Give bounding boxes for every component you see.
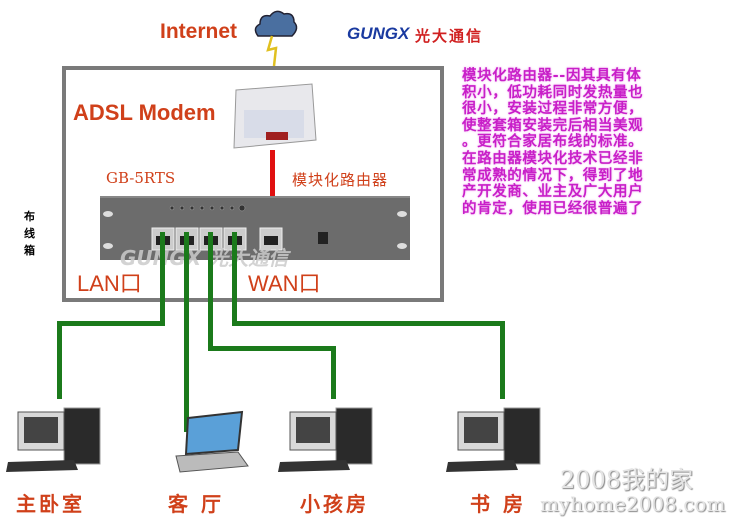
room-label-kids-room: 小孩房 xyxy=(300,492,369,516)
wan-cable xyxy=(270,150,275,232)
wiring-cabinet xyxy=(62,66,444,302)
description-line: 产开发商、业主及广大用户 xyxy=(462,184,644,201)
router-model: GB-5RTS xyxy=(106,169,176,187)
cabinet-label: 布线箱 xyxy=(24,210,35,257)
laptop-icon xyxy=(175,410,249,473)
router-name: 模块化路由器 xyxy=(292,171,389,189)
wan-label: WAN口 xyxy=(248,271,321,296)
watermark-url: myhome2008.com xyxy=(540,492,726,516)
description-line: 积小，低功耗同时发热量也 xyxy=(462,84,644,101)
adsl-modem-icon xyxy=(233,83,317,149)
description-line: 模块化路由器--因其具有体 xyxy=(462,68,642,84)
watermark-title: 2008我的家 xyxy=(560,466,694,494)
modem-label: ADSL Modem xyxy=(73,100,216,125)
internet-label: Internet xyxy=(160,20,238,43)
desktop-computer-icon xyxy=(446,407,541,472)
room-label-master-bedroom: 主卧室 xyxy=(16,492,85,516)
description-line: 使整套箱安装完后相当美观 xyxy=(462,117,644,134)
router-panel: GUNGX 光大通信 xyxy=(100,196,410,270)
description-line: 很小，安装过程非常方便， xyxy=(462,101,644,118)
internet-cloud-icon xyxy=(254,10,298,67)
room-label-study: 书 房 xyxy=(470,492,526,516)
description-line: 的肯定，使用已经很普遍了 xyxy=(462,200,644,217)
router-description: 模块化路由器--因其具有体 积小，低功耗同时发热量也 很小，安装过程非常方便， … xyxy=(462,68,724,217)
lan-label: LAN口 xyxy=(77,271,142,296)
panel-logo: GUNGX 光大通信 xyxy=(120,246,289,270)
brand-name: 光大通信 xyxy=(415,27,484,45)
router-ports-icon xyxy=(103,204,407,251)
description-line: 在路由器模块化技术已经非 xyxy=(462,150,644,167)
desktop-computer-icon xyxy=(6,407,101,472)
description-line: 常成熟的情况下，得到了地 xyxy=(462,167,644,184)
room-label-living-room: 客 厅 xyxy=(168,492,224,516)
desktop-computer-icon xyxy=(278,407,373,472)
brand-logo: GUNGX xyxy=(347,24,410,43)
description-line: 。更符合家居布线的标准。 xyxy=(462,134,644,151)
